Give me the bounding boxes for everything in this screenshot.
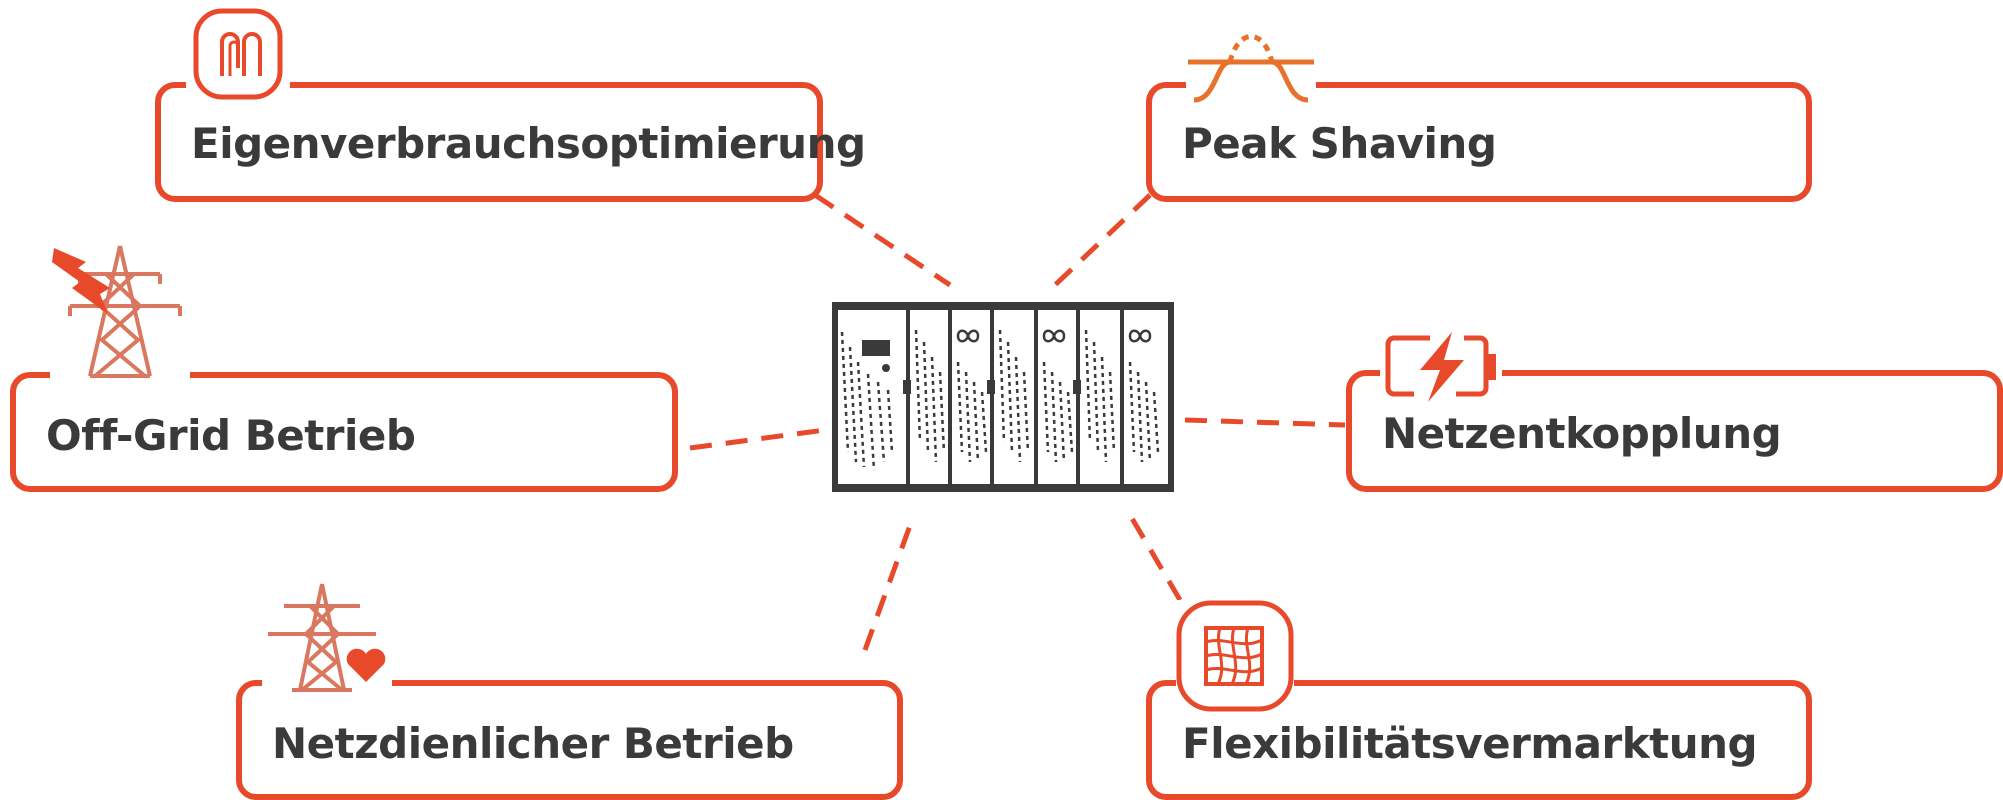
box-peak-shaving: Peak Shaving (1146, 82, 1812, 202)
connector-netzentkopplung (1184, 417, 1346, 428)
box-off-grid-betrieb: Off-Grid Betrieb (10, 372, 678, 492)
grid-mesh-icon (1176, 600, 1294, 712)
box-netzdienlicher-betrieb: Netzdienlicher Betrieb (236, 680, 903, 800)
connector-off-grid (689, 427, 826, 451)
connector-peak-shaving (1053, 193, 1152, 287)
power-pylon-heart-icon (262, 582, 392, 694)
wall-outlet-icon (186, 6, 290, 102)
label-eigenverbrauchsoptimierung: Eigenverbrauchsoptimierung (191, 119, 866, 168)
connector-eigenverbrauch (813, 192, 952, 288)
connector-flexibilitaet (1127, 513, 1183, 602)
power-pylon-lightning-icon (50, 244, 190, 384)
connector-netzdienlich (862, 519, 915, 651)
box-eigenverbrauchsoptimierung: Eigenverbrauchsoptimierung (155, 82, 866, 202)
battery-storage-system (832, 302, 1174, 492)
label-netzdienlicher-betrieb: Netzdienlicher Betrieb (272, 719, 794, 768)
label-off-grid-betrieb: Off-Grid Betrieb (46, 411, 416, 460)
battery-charging-icon (1380, 330, 1502, 404)
label-netzentkopplung: Netzentkopplung (1382, 409, 1782, 458)
peak-curve-icon (1186, 20, 1316, 104)
label-flexibilitaetsvermarktung: Flexibilitätsvermarktung (1182, 719, 1758, 768)
battery-cabinet-icon (832, 302, 1174, 492)
label-peak-shaving: Peak Shaving (1182, 119, 1497, 168)
